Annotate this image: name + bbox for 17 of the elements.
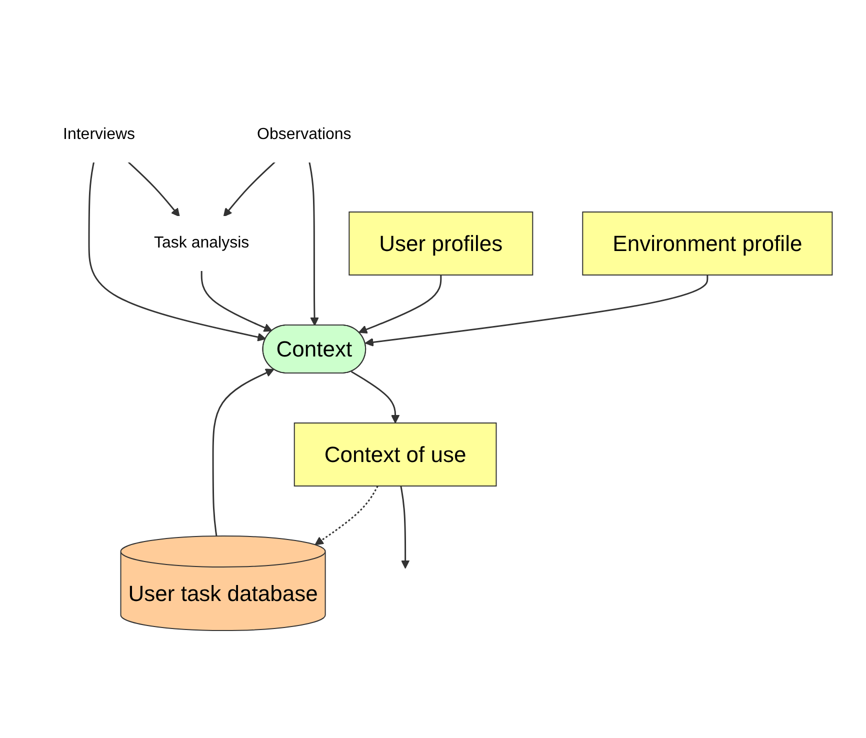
arrow bbox=[400, 486, 410, 568]
arrow bbox=[88, 162, 267, 342]
arrow bbox=[212, 368, 275, 536]
arrow bbox=[201, 270, 273, 332]
arrow bbox=[365, 274, 709, 346]
node-text: Task analysis bbox=[154, 234, 250, 252]
arrow bbox=[224, 161, 276, 217]
arrow bbox=[358, 274, 442, 334]
node-text: Interviews bbox=[63, 126, 136, 143]
node-box: Environment profile bbox=[582, 211, 834, 276]
node-box: Context of use bbox=[294, 422, 498, 486]
arrow bbox=[351, 370, 400, 424]
node-text: Observations bbox=[257, 126, 352, 143]
arrow bbox=[128, 161, 180, 217]
arrow bbox=[309, 162, 320, 326]
node-box: User profiles bbox=[349, 211, 534, 276]
arrow bbox=[315, 485, 379, 545]
